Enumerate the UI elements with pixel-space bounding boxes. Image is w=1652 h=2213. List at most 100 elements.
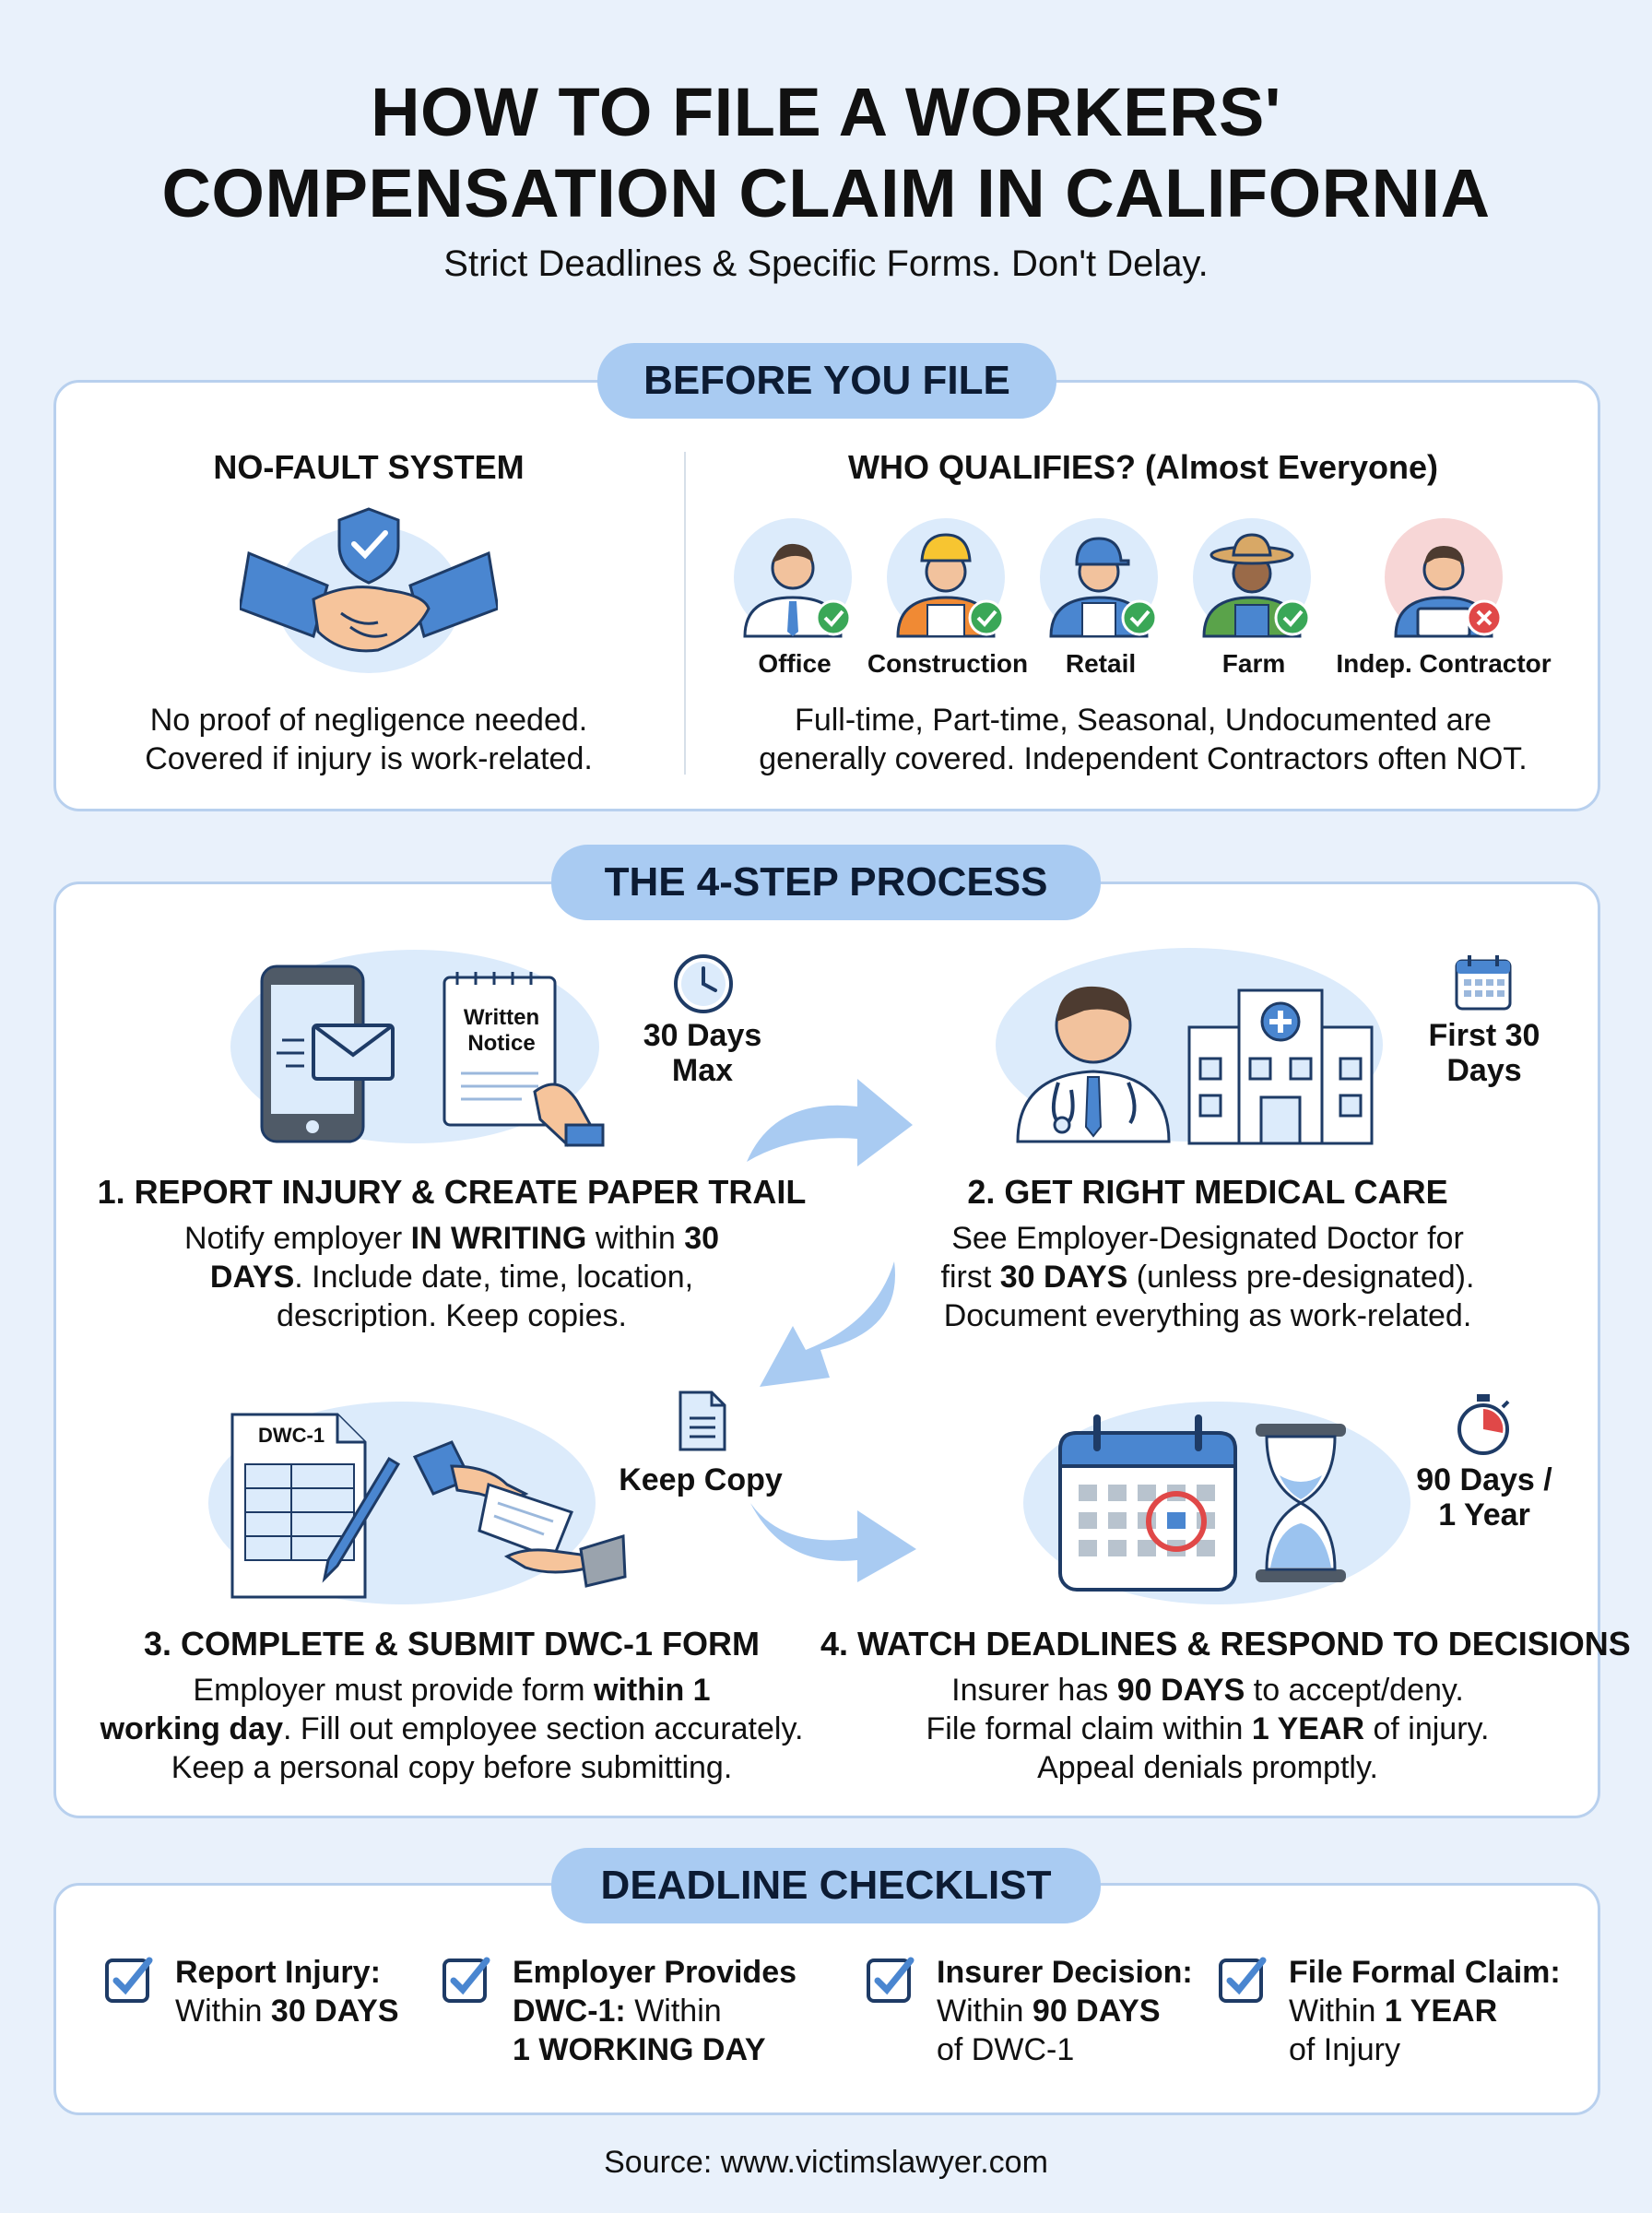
calendar-icon bbox=[1056, 1411, 1241, 1595]
checklist-item-insurer-l2b: 90 DAYS bbox=[1032, 1994, 1161, 2029]
page-title-line1: HOW TO FILE A WORKERS' bbox=[371, 74, 1281, 150]
checklist-item-employer-l3: 1 WORKING DAY bbox=[513, 2032, 766, 2067]
step1-text-d: 30 bbox=[684, 1221, 720, 1256]
step1-body: Notify employer IN WRITING within 30 DAY… bbox=[74, 1219, 830, 1335]
step4-time-line2: 1 Year bbox=[1438, 1497, 1530, 1533]
qualifies-heading: WHO QUALIFIES? (Almost Everyone) bbox=[847, 448, 1439, 486]
section-divider bbox=[684, 452, 686, 775]
step4-text-a: Insurer has bbox=[951, 1673, 1117, 1708]
step2-text-e: Document everything as work-related. bbox=[943, 1298, 1472, 1333]
step3-text-e: Keep a personal copy before submitting. bbox=[171, 1750, 733, 1785]
checklist-item-employer-l2b: Within bbox=[625, 1994, 722, 2029]
step1-time-line2: Max bbox=[671, 1053, 734, 1088]
step2-text-a: See Employer-Designated Doctor for bbox=[951, 1221, 1464, 1256]
arrow-right-2-icon bbox=[747, 1485, 922, 1586]
written-notice-icon bbox=[439, 963, 605, 1147]
step4-text-b: 90 DAYS bbox=[1116, 1673, 1245, 1708]
checklist-item-report: Report Injury: Within 30 DAYS bbox=[175, 1953, 452, 2030]
phone-email-icon bbox=[258, 963, 396, 1147]
step1-time-label: 30 Days Max bbox=[620, 1018, 785, 1088]
step4-text-g: Appeal denials promptly. bbox=[1037, 1750, 1378, 1785]
step1-text-b: IN WRITING bbox=[410, 1221, 587, 1256]
checklist-item-formal-claim-l1: File Formal Claim: bbox=[1289, 1955, 1561, 1990]
handing-paper-icon bbox=[406, 1438, 627, 1604]
checklist-item-formal-claim-l2a: Within bbox=[1289, 1994, 1385, 2029]
step2-time-line2: Days bbox=[1446, 1053, 1522, 1088]
nofault-line2: Covered if injury is work-related. bbox=[145, 741, 593, 776]
checklist-pill: DEADLINE CHECKLIST bbox=[551, 1848, 1101, 1923]
step4-text-c: to accept/deny. bbox=[1245, 1673, 1464, 1708]
step4-body: Insurer has 90 DAYS to accept/deny. File… bbox=[820, 1671, 1595, 1787]
arrow-right-icon bbox=[738, 1060, 922, 1171]
step1-text-g: description. Keep copies. bbox=[277, 1298, 627, 1333]
doctor-icon bbox=[1010, 961, 1176, 1145]
calendar-small-icon bbox=[1453, 952, 1514, 1012]
hospital-icon bbox=[1184, 981, 1377, 1147]
step2-time-label: First 30 Days bbox=[1401, 1018, 1567, 1088]
checklist-item-report-l2a: Within bbox=[175, 1994, 271, 2029]
keep-copy-label: Keep Copy bbox=[619, 1462, 783, 1497]
page-subtitle: Strict Deadlines & Specific Forms. Don't… bbox=[443, 243, 1209, 284]
worker-label-farm: Farm bbox=[1221, 649, 1286, 678]
checklist-item-report-l1: Report Injury: bbox=[175, 1955, 381, 1990]
checklist-item-insurer: Insurer Decision: Within 90 DAYS of DWC-… bbox=[937, 1953, 1213, 2069]
handshake-shield-icon bbox=[238, 498, 500, 682]
stopwatch-icon bbox=[1453, 1392, 1514, 1457]
checklist-item-formal-claim-l3: of Injury bbox=[1289, 2032, 1400, 2067]
written-notice-label: Written Notice bbox=[455, 1005, 548, 1057]
checklist-item-insurer-l1: Insurer Decision: bbox=[937, 1955, 1193, 1990]
checkbox-icon bbox=[103, 1953, 155, 2005]
construction-worker-icon bbox=[885, 516, 1010, 642]
step2-time-line1: First 30 bbox=[1428, 1018, 1540, 1053]
step1-text-f: . Include date, time, location, bbox=[294, 1260, 694, 1295]
checkbox-icon bbox=[865, 1953, 916, 2005]
step3-body: Employer must provide form within 1 work… bbox=[65, 1671, 839, 1787]
document-copy-icon bbox=[677, 1389, 728, 1453]
step4-time-line1: 90 Days / bbox=[1416, 1462, 1552, 1497]
written-notice-line1: Written bbox=[463, 1005, 540, 1030]
worker-label-office: Office bbox=[758, 649, 832, 678]
worker-label-contractor: Indep. Contractor bbox=[1336, 649, 1552, 678]
checkbox-icon bbox=[1217, 1953, 1268, 2005]
step4-text-d: File formal claim within bbox=[926, 1711, 1252, 1746]
dwc1-form-icon bbox=[227, 1409, 402, 1603]
farm-worker-icon bbox=[1191, 516, 1316, 642]
qualifies-line1: Full-time, Part-time, Seasonal, Undocume… bbox=[795, 703, 1492, 738]
page-title-line2: COMPENSATION CLAIM IN CALIFORNIA bbox=[161, 155, 1491, 231]
step2-body: See Employer-Designated Doctor for first… bbox=[830, 1219, 1586, 1335]
step3-text-d: . Fill out employee section accurately. bbox=[282, 1711, 804, 1746]
source-credit: Source: www.victimslawyer.com bbox=[604, 2145, 1048, 2180]
step4-time-label: 90 Days / 1 Year bbox=[1392, 1462, 1576, 1533]
step1-time-line1: 30 Days bbox=[643, 1018, 762, 1053]
process-pill: THE 4-STEP PROCESS bbox=[551, 845, 1101, 920]
checklist-item-employer: Employer Provides DWC-1: Within 1 WORKIN… bbox=[513, 1953, 826, 2069]
arrow-down-left-icon bbox=[756, 1258, 903, 1396]
nofault-heading: NO-FAULT SYSTEM bbox=[213, 448, 525, 486]
checklist-item-employer-l2a: DWC-1: bbox=[513, 1994, 626, 2029]
written-notice-line2: Notice bbox=[467, 1031, 536, 1056]
hourglass-icon bbox=[1250, 1420, 1351, 1586]
step4-text-f: of injury. bbox=[1364, 1711, 1490, 1746]
step4-title: 4. WATCH DEADLINES & RESPOND TO DECISION… bbox=[820, 1625, 1631, 1663]
step2-text-d: (unless pre-designated). bbox=[1127, 1260, 1475, 1295]
step1-text-e: DAYS bbox=[209, 1260, 295, 1295]
step3-text-a: Employer must provide form bbox=[193, 1673, 595, 1708]
step1-title: 1. REPORT INJURY & CREATE PAPER TRAIL bbox=[97, 1173, 807, 1211]
contractor-icon bbox=[1383, 516, 1508, 642]
step2-text-c: 30 DAYS bbox=[999, 1260, 1128, 1295]
checklist-item-insurer-l3: of DWC-1 bbox=[937, 2032, 1075, 2067]
step3-text-c: working day bbox=[100, 1711, 283, 1746]
retail-worker-icon bbox=[1038, 516, 1163, 642]
checklist-item-formal-claim-l2b: 1 YEAR bbox=[1384, 1994, 1498, 2029]
nofault-line1: No proof of negligence needed. bbox=[149, 703, 588, 738]
step2-text-b: first bbox=[940, 1260, 1000, 1295]
dwc1-form-label: DWC-1 bbox=[258, 1424, 325, 1447]
step1-text-a: Notify employer bbox=[183, 1221, 411, 1256]
checklist-item-employer-l1: Employer Provides bbox=[513, 1955, 797, 1990]
qualifies-line2: generally covered. Independent Contracto… bbox=[759, 741, 1528, 776]
worker-label-construction: Construction bbox=[867, 649, 1029, 678]
office-worker-icon bbox=[732, 516, 857, 642]
before-you-file-pill: BEFORE YOU FILE bbox=[597, 343, 1056, 419]
step3-text-b: within 1 bbox=[594, 1673, 711, 1708]
checkbox-icon bbox=[441, 1953, 492, 2005]
